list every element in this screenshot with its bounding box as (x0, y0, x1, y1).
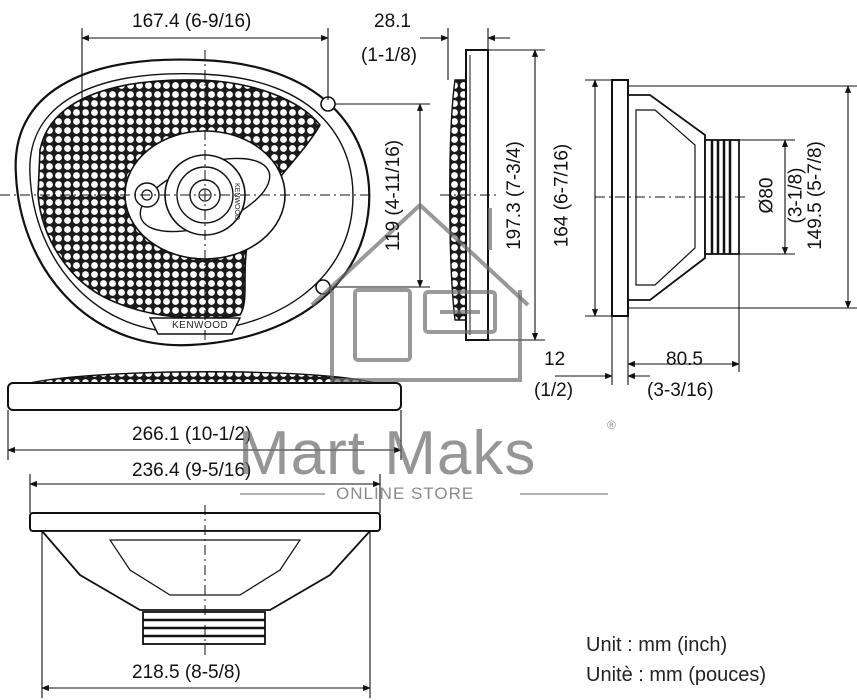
bottom-basket-inner (108, 539, 302, 596)
dim-flange-thickness-mm: 12 (544, 349, 566, 370)
dim-magnet-diameter-mm: Ø80 (756, 177, 778, 214)
dim-mount-depth-in: (3-3/16) (647, 380, 714, 401)
watermark-house-icon (310, 202, 530, 382)
dim-top-width: 167.4 (6-9/16) (132, 11, 252, 32)
unit-label-fr: Unitè : mm (pouces) (586, 664, 767, 686)
front-inner-ring (29, 73, 354, 333)
dim-magnet-width: 218.5 (8-5/8) (132, 662, 241, 683)
front-brand-badge: KENWOOD (172, 320, 229, 331)
tweeter-brand-badge: KENWOOD (233, 183, 240, 220)
dim-overall-height: 197.3 (7-3/4) (503, 141, 525, 250)
dim-magnet-diameter-in: (3-1/8) (785, 167, 807, 224)
depth-flange (611, 79, 629, 317)
dim-mount-depth-mm: 80.5 (666, 349, 703, 370)
watermark-registered: ® (607, 418, 616, 432)
profile-flange (7, 382, 402, 411)
front-view (0, 50, 371, 347)
side-view (440, 49, 500, 341)
depth-basket-inner (635, 109, 696, 286)
unit-label-en: Unit : mm (inch) (586, 634, 728, 656)
bottom-view (29, 505, 381, 655)
profile-grille (29, 371, 376, 384)
bottom-basket (40, 530, 373, 611)
dim-flange-thickness-in: (1/2) (534, 380, 574, 401)
dim-flange-height: 164 (6-7/16) (551, 143, 573, 248)
watermark-title: Mart Maks (238, 419, 537, 488)
dim-mount-hole-spacing: 119 (4-11/16) (383, 139, 405, 252)
side-grille (449, 79, 467, 321)
dim-side-depth-mm: 28.1 (374, 11, 411, 32)
front-badge-plate (148, 317, 242, 335)
watermark-subtitle: ONLINE STORE (336, 484, 475, 503)
dimension-lines (7, 28, 857, 698)
dim-cutout-height: 149.5 (5-7/8) (804, 141, 826, 250)
depth-basket (627, 94, 706, 301)
dim-overall-width: 266.1 (10-1/2) (132, 424, 252, 445)
profile-view (7, 371, 402, 411)
dim-side-depth-in: (1-1/8) (361, 45, 417, 66)
depth-view (595, 79, 745, 317)
dim-cutout-width: 236.4 (9-5/16) (132, 460, 252, 481)
